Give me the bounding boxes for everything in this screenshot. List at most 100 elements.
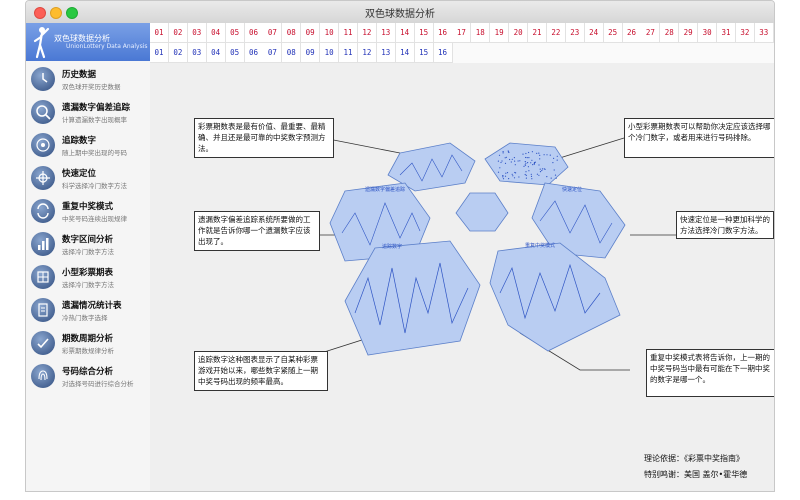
hex-right-mid[interactable]: 快速定位 (531, 182, 626, 259)
sidebar: 双色球数据分析 UnionLottery Data Analysis 历史数据 … (26, 23, 151, 491)
red-number-13[interactable]: 13 (376, 23, 396, 43)
blue-number-09[interactable]: 09 (301, 43, 321, 63)
red-number-20[interactable]: 20 (509, 23, 529, 43)
hex-top-left[interactable] (387, 142, 476, 192)
credits-thanks: 特别鸣谢：美国 盖尔•霍华德 (644, 470, 748, 479)
red-number-24[interactable]: 24 (584, 23, 604, 43)
red-number-32[interactable]: 32 (735, 23, 755, 43)
sidebar-item-desc: 选择冷门数字方法 (62, 281, 114, 289)
sidebar-item-missing-tracking[interactable]: 遗漏数字偏差追踪 计算遗漏数字出现概率 (26, 96, 150, 129)
red-number-09[interactable]: 09 (301, 23, 321, 43)
blue-number-06[interactable]: 06 (244, 43, 264, 63)
sidebar-item-title: 号码综合分析 (62, 367, 114, 377)
red-number-22[interactable]: 22 (546, 23, 566, 43)
sidebar-item-repeat-pattern[interactable]: 重复中奖模式 中奖号码连续出现规律 (26, 195, 150, 228)
red-number-19[interactable]: 19 (490, 23, 510, 43)
golfer-icon (33, 27, 50, 59)
blue-number-08[interactable]: 08 (282, 43, 302, 63)
blue-number-11[interactable]: 11 (339, 43, 358, 63)
red-number-33[interactable]: 33 (754, 23, 774, 43)
red-number-14[interactable]: 14 (395, 23, 415, 43)
red-number-01[interactable]: 01 (150, 23, 169, 43)
blue-number-01[interactable]: 01 (150, 43, 169, 63)
blue-number-03[interactable]: 03 (187, 43, 207, 63)
red-number-06[interactable]: 06 (244, 23, 264, 43)
blue-number-02[interactable]: 02 (168, 43, 188, 63)
sidebar-item-tracking-numbers[interactable]: 追踪数字 随上期中奖出现的号码 (26, 129, 150, 162)
credits-basis: 理论依据：《彩票中奖指南》 (644, 454, 744, 463)
red-number-18[interactable]: 18 (471, 23, 491, 43)
sidebar-item-title: 遗漏情况统计表 (62, 301, 122, 311)
sidebar-item-desc: 选择冷门数字方法 (62, 248, 114, 256)
sidebar-item-quick-locate[interactable]: 快速定位 科学选择冷门数字方法 (26, 162, 150, 195)
blue-number-14[interactable]: 14 (395, 43, 415, 63)
blue-number-04[interactable]: 04 (206, 43, 226, 63)
red-number-29[interactable]: 29 (679, 23, 699, 43)
red-number-25[interactable]: 25 (603, 23, 623, 43)
hex-label-left-big: 追踪数字 (382, 243, 402, 250)
title-bar: 双色球数据分析 (26, 1, 774, 24)
sidebar-item-desc: 中奖号码连续出现规律 (62, 215, 127, 223)
sidebar-item-desc: 科学选择冷门数字方法 (62, 182, 127, 190)
red-number-03[interactable]: 03 (187, 23, 207, 43)
red-number-11[interactable]: 11 (339, 23, 358, 43)
red-number-16[interactable]: 16 (433, 23, 453, 43)
red-number-07[interactable]: 07 (263, 23, 283, 43)
red-number-04[interactable]: 04 (206, 23, 226, 43)
hex-label-left-mid: 遗漏数字偏差追踪 (365, 186, 405, 193)
red-number-31[interactable]: 31 (717, 23, 736, 43)
hex-label-right-mid: 快速定位 (562, 186, 582, 193)
main-panel: 遗漏数字偏差追踪 快速定位 追踪数字 重复中奖模式 彩票期数表是最有价值、最重要 (150, 63, 774, 491)
sidebar-item-desc: 对选择号码进行综合分析 (62, 380, 134, 388)
red-number-28[interactable]: 28 (660, 23, 680, 43)
note-quick-locate: 快速定位是一种更加科学的方法选择冷门数字方法。 (676, 211, 774, 239)
hex-left-big[interactable]: 追踪数字 (344, 240, 481, 356)
blue-number-10[interactable]: 10 (320, 43, 340, 63)
red-number-15[interactable]: 15 (414, 23, 434, 43)
sidebar-item-desc: 冷热门数字选择 (62, 314, 108, 322)
red-number-05[interactable]: 05 (225, 23, 245, 43)
sidebar-item-missing-stats[interactable]: 遗漏情况统计表 冷热门数字选择 (26, 294, 150, 327)
repeat-icon (31, 199, 55, 223)
note-small-table: 小型彩票期数表可以帮助你决定应该选择哪个冷门数字，或者用来进行号码排除。 (624, 118, 774, 158)
sidebar-item-title: 数字区间分析 (62, 235, 114, 245)
red-number-10[interactable]: 10 (320, 23, 340, 43)
range-icon (31, 232, 55, 256)
close-window-button[interactable] (34, 7, 46, 19)
red-number-27[interactable]: 27 (641, 23, 661, 43)
sidebar-item-history[interactable]: 历史数据 双色球开奖历史数据 (26, 63, 150, 96)
blue-number-05[interactable]: 05 (225, 43, 245, 63)
maximize-window-button[interactable] (66, 7, 78, 19)
blue-number-07[interactable]: 07 (263, 43, 283, 63)
blue-number-12[interactable]: 12 (357, 43, 377, 63)
red-number-26[interactable]: 26 (622, 23, 642, 43)
red-number-21[interactable]: 21 (528, 23, 547, 43)
blue-number-16[interactable]: 16 (433, 43, 453, 63)
sidebar-item-range-analysis[interactable]: 数字区间分析 选择冷门数字方法 (26, 228, 150, 261)
hexagon-diagram: 遗漏数字偏差追踪 快速定位 追踪数字 重复中奖模式 (295, 134, 676, 371)
small-table-icon (31, 265, 55, 289)
red-number-02[interactable]: 02 (168, 23, 188, 43)
blue-number-15[interactable]: 15 (414, 43, 434, 63)
sidebar-item-desc: 随上期中奖出现的号码 (62, 149, 127, 157)
red-number-08[interactable]: 08 (282, 23, 302, 43)
sidebar-item-small-table[interactable]: 小型彩票期表 选择冷门数字方法 (26, 261, 150, 294)
minimize-window-button[interactable] (50, 7, 62, 19)
blue-number-13[interactable]: 13 (376, 43, 396, 63)
sidebar-item-desc: 双色球开奖历史数据 (62, 83, 121, 91)
red-number-23[interactable]: 23 (565, 23, 585, 43)
red-number-30[interactable]: 30 (698, 23, 718, 43)
sidebar-item-comprehensive[interactable]: 号码综合分析 对选择号码进行综合分析 (26, 360, 150, 393)
hex-top-right[interactable] (484, 142, 569, 186)
red-number-12[interactable]: 12 (357, 23, 377, 43)
sidebar-item-cycle-analysis[interactable]: 期数周期分析 彩票期数规律分析 (26, 327, 150, 360)
sidebar-item-title: 遗漏数字偏差追踪 (62, 103, 131, 113)
hex-left-mid[interactable]: 遗漏数字偏差追踪 (329, 182, 431, 262)
window-title: 双色球数据分析 (365, 9, 435, 20)
fingerprint-icon (31, 364, 55, 388)
hex-right-big[interactable]: 重复中奖模式 (489, 242, 621, 352)
sidebar-item-title: 快速定位 (62, 169, 97, 179)
clock-icon (31, 67, 55, 91)
red-number-17[interactable]: 17 (452, 23, 472, 43)
